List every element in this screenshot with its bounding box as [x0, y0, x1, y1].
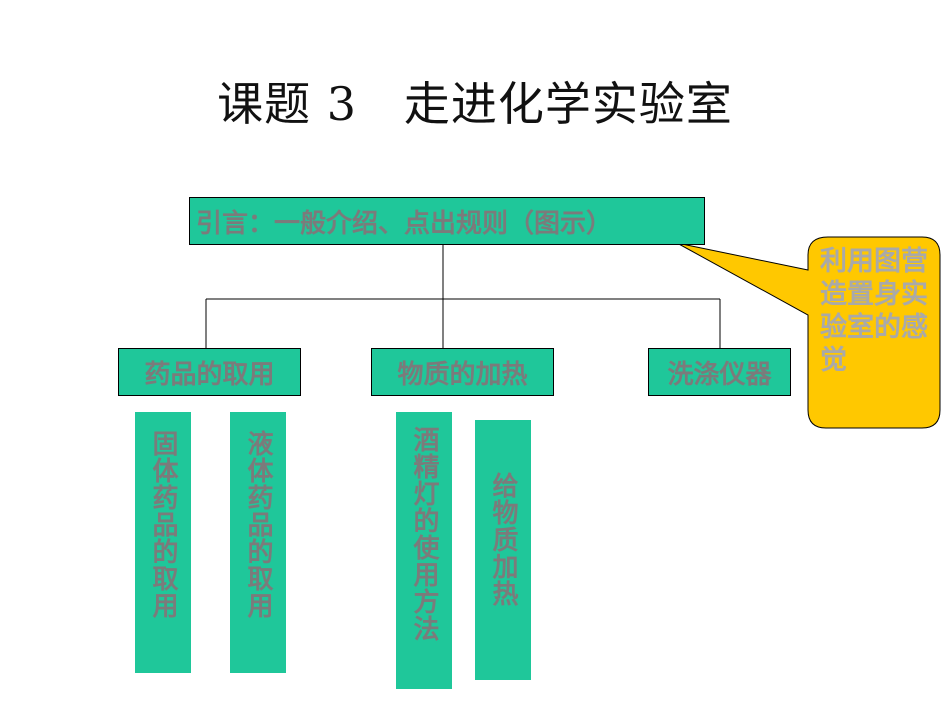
leaf-label: 酒精灯的使用方法 — [409, 426, 439, 642]
callout-bubble — [676, 236, 941, 429]
leaf-liquid-medicine: 液体药品的取用 — [230, 412, 286, 673]
leaf-alcohol-lamp: 酒精灯的使用方法 — [396, 412, 452, 689]
root-node: 引言：一般介绍、点出规则（图示） — [189, 197, 705, 245]
leaf-solid-medicine: 固体药品的取用 — [135, 412, 191, 673]
branch-node-wash: 洗涤仪器 — [648, 348, 791, 396]
leaf-label: 给物质加热 — [488, 472, 518, 607]
leaf-label: 固体药品的取用 — [148, 430, 178, 619]
branch-node-heating: 物质的加热 — [371, 348, 554, 396]
leaf-label: 液体药品的取用 — [243, 430, 273, 619]
leaf-heating-substance: 给物质加热 — [475, 420, 531, 680]
branch-node-medicine: 药品的取用 — [118, 348, 301, 396]
page-title: 课题 3 走进化学实验室 — [217, 77, 733, 131]
callout-text: 利用图营造置身实验室的感觉 — [820, 246, 928, 376]
